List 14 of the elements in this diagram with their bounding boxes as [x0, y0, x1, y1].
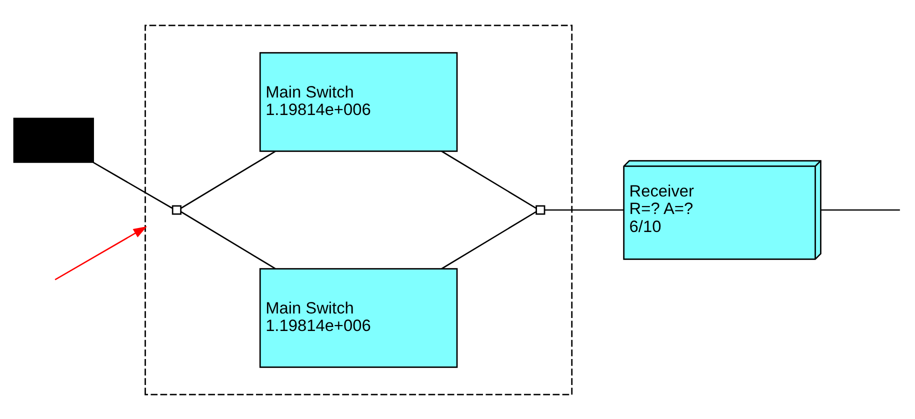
connector	[180, 210, 276, 269]
cluster	[144, 24, 573, 395]
connector	[441, 210, 537, 269]
arrow	[54, 226, 148, 280]
connector	[441, 150, 537, 208]
connector	[92, 161, 172, 208]
node-box: Main Switch 1.19814e+006	[259, 268, 458, 368]
node-box	[536, 204, 546, 214]
connector	[544, 208, 624, 210]
connector	[180, 150, 276, 208]
node-box	[172, 204, 182, 214]
node-box	[13, 117, 94, 162]
node-box: Main Switch 1.19814e+006	[259, 52, 458, 152]
connector	[821, 208, 900, 210]
